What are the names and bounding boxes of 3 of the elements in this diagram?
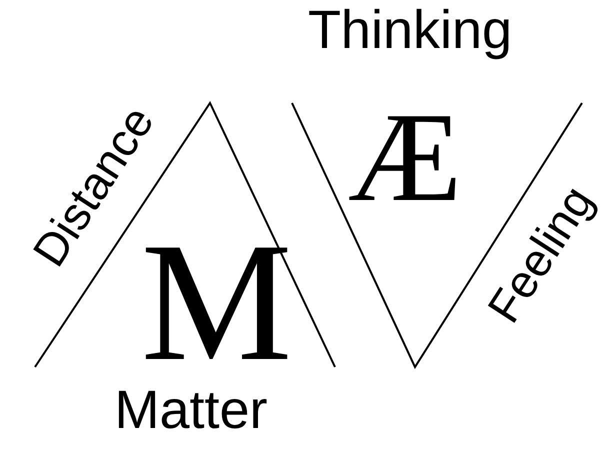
side-label: Matter <box>113 383 269 437</box>
side-label: Thinking <box>306 3 514 57</box>
big-letter: Æ <box>348 93 462 221</box>
